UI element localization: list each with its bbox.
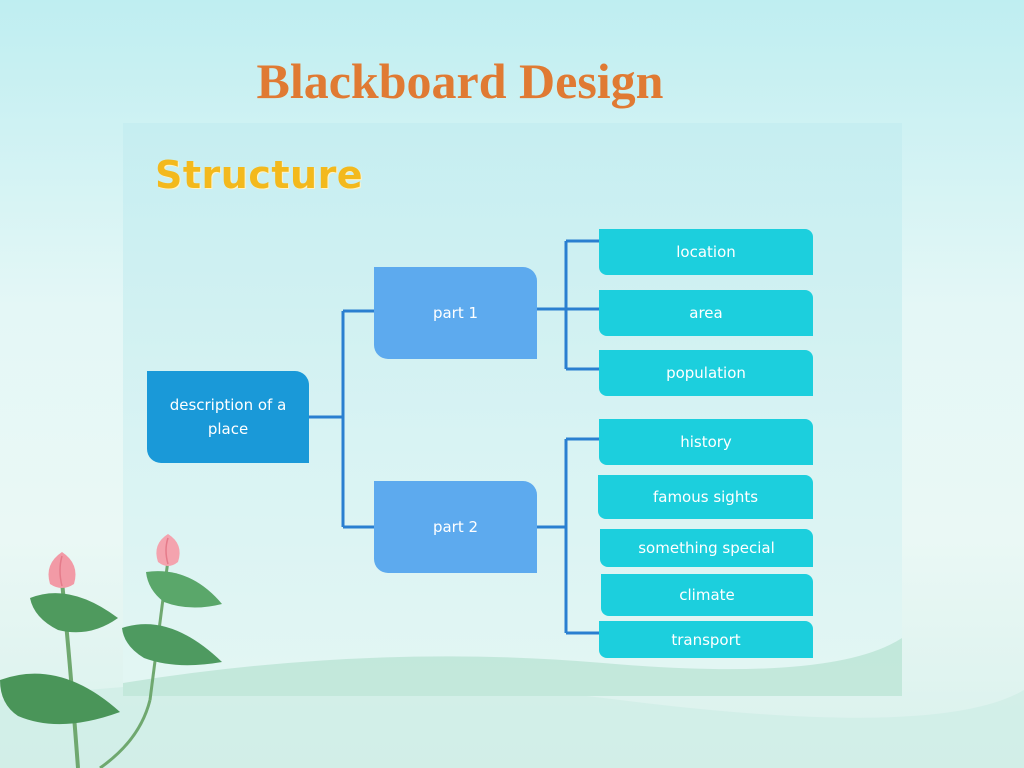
section-title: Structure	[155, 153, 364, 197]
leaf-something-special: something special	[600, 529, 813, 567]
page-title: Blackboard Design	[256, 53, 664, 109]
leaf-famous-sights: famous sights	[598, 475, 813, 519]
leaf-location: location	[599, 229, 813, 275]
root-node: description of a place	[147, 371, 309, 463]
diagram-panel: Structure description of a place part 1 …	[123, 123, 902, 696]
leaf-population: population	[599, 350, 813, 396]
leaf-climate: climate	[601, 574, 813, 616]
tree-connectors	[309, 239, 600, 635]
leaf-transport: transport	[599, 621, 813, 658]
part-1-node: part 1	[374, 267, 537, 359]
panel-hill	[123, 638, 902, 696]
part-2-node: part 2	[374, 481, 537, 573]
leaf-history: history	[599, 419, 813, 465]
leaf-area: area	[599, 290, 813, 336]
lotus-decoration-icon	[0, 534, 222, 768]
